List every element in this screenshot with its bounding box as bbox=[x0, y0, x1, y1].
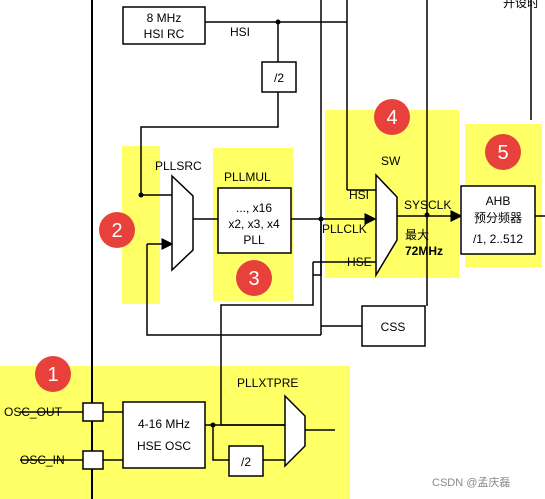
hse-osc-label: HSE OSC bbox=[137, 439, 191, 453]
ahb-divider-range: /1, 2..512 bbox=[473, 232, 523, 246]
pllxtpre-label: PLLXTPRE bbox=[237, 376, 298, 390]
pll-label: PLL bbox=[243, 233, 265, 247]
div2-top-box bbox=[261, 61, 297, 93]
osc-out-pin bbox=[82, 402, 104, 422]
osc-out-label: OSC_OUT bbox=[4, 405, 63, 419]
sw-input-pllclk: PLLCLK bbox=[322, 222, 367, 236]
marker-1: 1 bbox=[35, 356, 71, 392]
marker-5: 5 bbox=[485, 134, 521, 170]
marker-2-label: 2 bbox=[111, 220, 122, 242]
pllsrc-label: PLLSRC bbox=[155, 159, 202, 173]
sysclk-label: SYSCLK bbox=[404, 198, 451, 212]
marker-4-label: 4 bbox=[386, 107, 397, 129]
marker-3: 3 bbox=[236, 260, 272, 296]
hsi-rc-freq: 8 MHz bbox=[147, 11, 182, 25]
junction-dots bbox=[138, 19, 430, 428]
sw-mux bbox=[375, 173, 398, 278]
ahb-label: AHB bbox=[486, 194, 511, 208]
div2-top-label: /2 bbox=[274, 71, 284, 85]
marker-2: 2 bbox=[99, 212, 135, 248]
ahb-prescaler-label: 预分频器 bbox=[474, 211, 522, 225]
pllsrc-mux bbox=[171, 174, 194, 272]
css-label: CSS bbox=[381, 320, 406, 334]
marker-5-label: 5 bbox=[497, 142, 508, 164]
pllxtpre-mux bbox=[284, 394, 306, 468]
marker-4: 4 bbox=[374, 99, 410, 135]
div2-bottom-box bbox=[228, 445, 264, 477]
marker-1-label: 1 bbox=[47, 364, 58, 386]
pll-box bbox=[217, 187, 292, 254]
max-freq-line2: 72MHz bbox=[405, 244, 443, 258]
wires bbox=[20, 0, 545, 461]
sw-label: SW bbox=[381, 154, 401, 168]
marker-3-label: 3 bbox=[248, 268, 259, 290]
top-right-fragment: 开设时 bbox=[503, 0, 539, 10]
hse-osc-box bbox=[122, 401, 206, 469]
pll-multipliers-low: x2, x3, x4 bbox=[228, 217, 280, 231]
osc-in-pin bbox=[82, 450, 104, 470]
div2-bottom-label: /2 bbox=[241, 455, 251, 469]
hsi-rc-label: HSI RC bbox=[144, 27, 185, 41]
hse-osc-freq: 4-16 MHz bbox=[138, 417, 190, 431]
watermark: CSDN @孟庆磊 bbox=[432, 475, 510, 489]
sw-input-hsi: HSI bbox=[349, 188, 369, 202]
sw-input-hse: HSE bbox=[347, 255, 372, 269]
ahb-prescaler-box bbox=[460, 185, 536, 255]
pll-multipliers-high: ..., x16 bbox=[236, 201, 272, 215]
hsi-wire-label: HSI bbox=[230, 25, 250, 39]
pllmul-label: PLLMUL bbox=[224, 170, 271, 184]
css-box bbox=[361, 305, 426, 347]
osc-in-label: OSC_IN bbox=[20, 453, 65, 467]
hsi-rc-box bbox=[122, 6, 206, 45]
max-freq-line1: 最大 bbox=[405, 228, 429, 242]
